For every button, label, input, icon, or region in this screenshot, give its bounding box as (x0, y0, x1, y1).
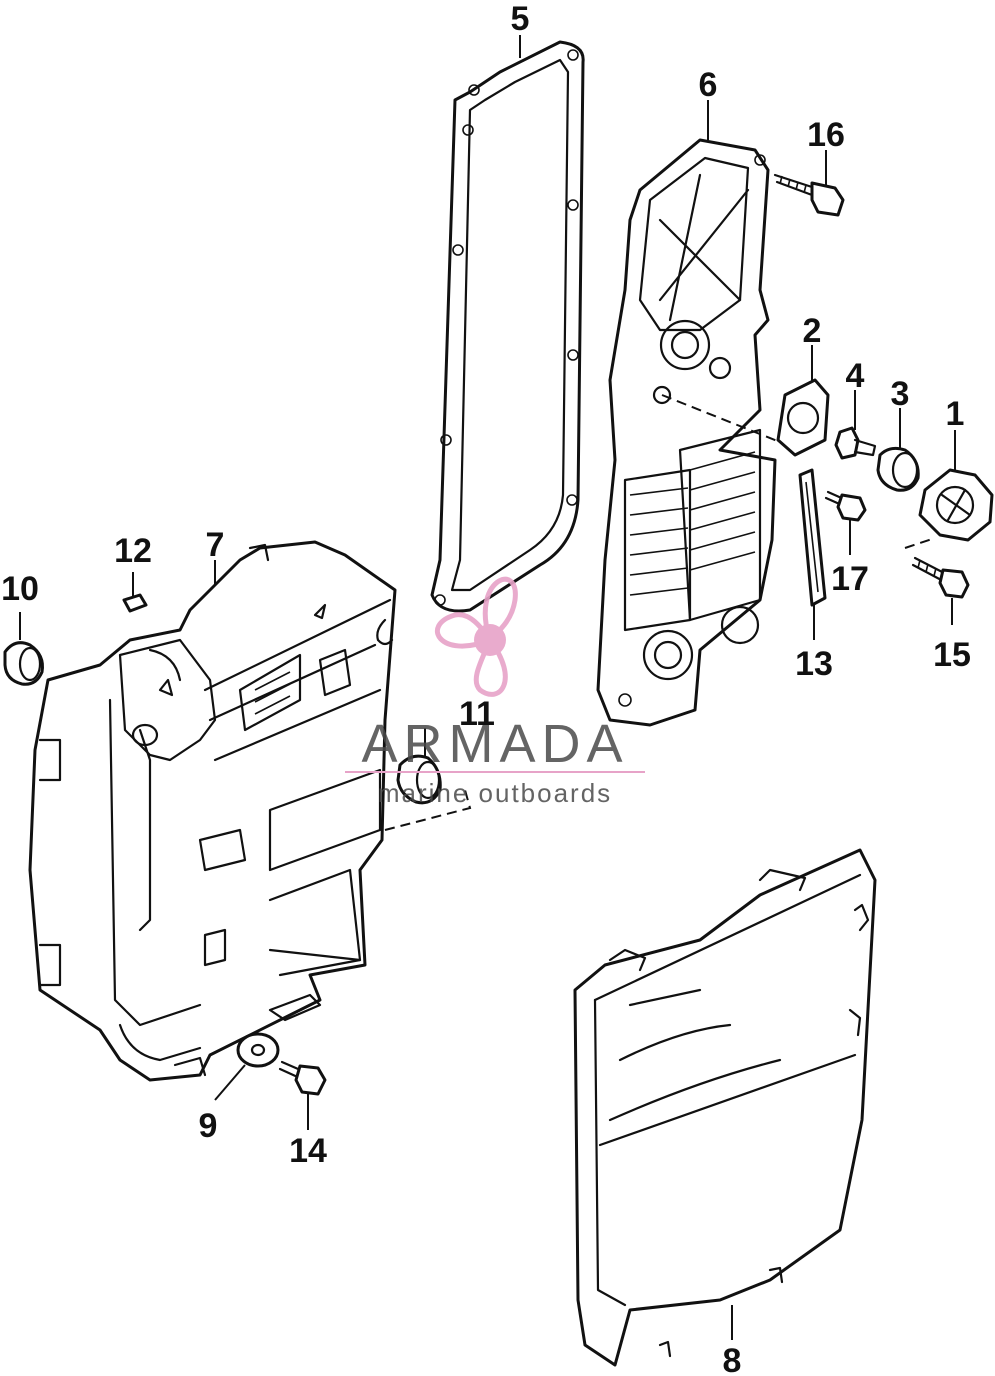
callout-4: 4 (846, 357, 865, 395)
grommet-part-11 (396, 728, 442, 805)
bolt-part-14 (278, 1060, 327, 1130)
coupler-part-1 (904, 430, 994, 549)
callout-1: 1 (946, 395, 965, 433)
pad-part-12 (122, 572, 148, 613)
cap-part-3 (876, 408, 920, 492)
callout-3: 3 (891, 375, 910, 413)
callout-labels: 1 2 3 4 5 6 7 8 9 10 11 12 13 14 15 16 1… (1, 0, 971, 1376)
callout-5: 5 (511, 0, 530, 38)
callout-12: 12 (114, 532, 152, 570)
washer-part-9 (214, 1032, 280, 1101)
callout-6: 6 (699, 66, 718, 104)
bolt-part-15 (911, 556, 970, 625)
watermark-tagline: marine outboards (378, 778, 612, 808)
bolt-part-16 (773, 150, 845, 217)
callout-9: 9 (199, 1107, 218, 1145)
callout-17: 17 (831, 560, 869, 598)
grommet-part-10 (3, 612, 44, 686)
callout-14: 14 (289, 1132, 327, 1170)
strip-part-13 (798, 468, 827, 640)
watermark-brand: ARMADA (361, 714, 628, 774)
plate-part-2 (776, 345, 830, 457)
callout-7: 7 (206, 526, 225, 564)
housing-part-7 (28, 540, 472, 1082)
propeller-icon (434, 576, 518, 697)
callout-13: 13 (795, 645, 833, 683)
callout-15: 15 (933, 636, 971, 674)
callout-8: 8 (723, 1342, 742, 1376)
callout-11: 11 (459, 695, 495, 733)
callout-2: 2 (803, 312, 822, 350)
gasket-part-5 (430, 35, 585, 613)
bracket-part-6 (596, 100, 801, 727)
armada-logo-watermark: ARMADA marine outboards (345, 576, 645, 808)
cover-part-8 (573, 848, 877, 1367)
callout-16: 16 (807, 116, 845, 154)
screw-part-17 (824, 490, 867, 555)
callout-10: 10 (1, 570, 39, 608)
screw-part-4 (834, 390, 877, 460)
